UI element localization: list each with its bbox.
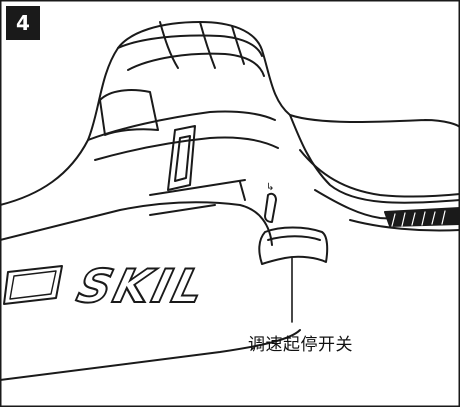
cap-ridge-2 [127, 52, 265, 77]
figure-number-badge: 4 [6, 6, 40, 40]
trigger-ridge [267, 235, 321, 241]
handle-bottom [349, 219, 460, 232]
groove-3 [239, 181, 246, 201]
trigger-callout-label: 调速起停开关 [248, 335, 353, 355]
grip-ribs [391, 210, 446, 227]
cap-ridge-4 [199, 21, 216, 69]
groove-2 [149, 204, 216, 216]
bl-badge: BL [3, 265, 63, 305]
body-bottom [0, 329, 301, 381]
body-lower [0, 201, 273, 246]
groove-1 [149, 179, 246, 196]
skil-logo-text: SKIL [72, 261, 212, 314]
housing-outline [0, 21, 460, 206]
lever-mark: ↳ [266, 182, 274, 193]
direction-lever [264, 192, 277, 223]
panel-line-2 [94, 136, 279, 161]
vent-slot [167, 125, 196, 191]
skil-logo: SKIL [71, 260, 213, 315]
trigger [258, 226, 329, 265]
vent-slot-inner [174, 135, 191, 182]
grip-texture [384, 207, 460, 227]
handle-mid [299, 149, 460, 198]
cap-ridge-1 [117, 34, 263, 57]
cap-ridge-3 [159, 21, 179, 69]
cap-ridge-5 [231, 25, 245, 65]
panel-line-1 [87, 110, 276, 141]
handle-top [289, 114, 460, 204]
